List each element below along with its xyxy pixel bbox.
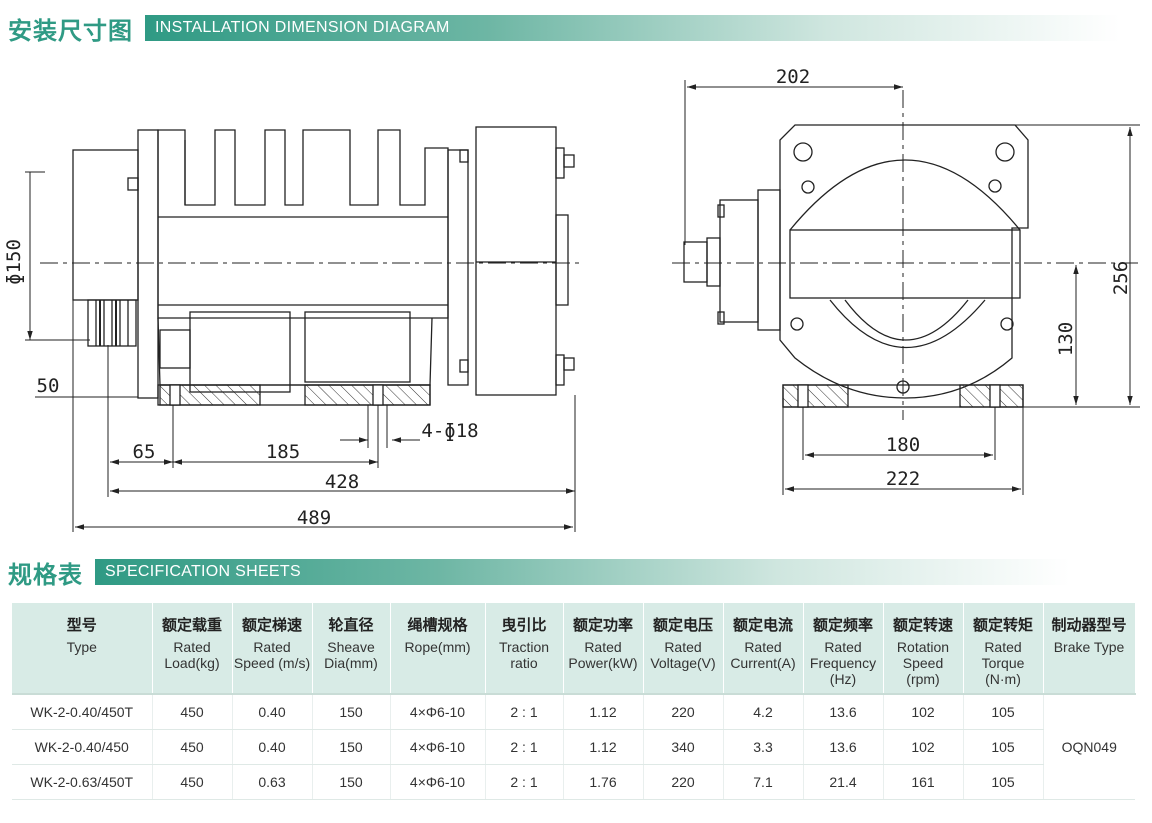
specification-title-bar: SPECIFICATION SHEETS — [95, 559, 1070, 585]
table-row: WK-2-0.40/450 450 0.40 150 4×Φ6-10 2 : 1… — [12, 729, 1135, 765]
front-view — [672, 90, 1140, 420]
cell-load: 450 — [152, 764, 233, 800]
dim-180-label: 180 — [886, 434, 920, 456]
cell-type: WK-2-0.40/450 — [12, 729, 153, 765]
cell-rope: 4×Φ6-10 — [390, 764, 486, 800]
cell-type: WK-2-0.40/450T — [12, 693, 153, 730]
table-row: WK-2-0.63/450T 450 0.63 150 4×Φ6-10 2 : … — [12, 764, 1135, 800]
dim-489-label: 489 — [297, 507, 331, 529]
cell-torque: 105 — [963, 693, 1044, 730]
cell-sheave: 150 — [312, 693, 391, 730]
cell-voltage: 340 — [643, 729, 724, 765]
cell-speed: 0.63 — [232, 764, 313, 800]
cell-torque: 105 — [963, 764, 1044, 800]
cell-sheave: 150 — [312, 729, 391, 765]
cell-ratio: 2 : 1 — [485, 729, 564, 765]
cell-speed: 0.40 — [232, 693, 313, 730]
dim-428-label: 428 — [325, 471, 359, 493]
installation-title-en: INSTALLATION DIMENSION DIAGRAM — [155, 19, 450, 36]
cell-type: WK-2-0.63/450T — [12, 764, 153, 800]
dim-65-label: 65 — [133, 441, 156, 463]
sheave — [87, 299, 137, 347]
cell-load: 450 — [152, 693, 233, 730]
dim-50-label: 50 — [37, 375, 60, 397]
cell-speed: 0.40 — [232, 729, 313, 765]
dim-202-label: 202 — [776, 66, 810, 88]
cell-load: 450 — [152, 729, 233, 765]
cell-rope: 4×Φ6-10 — [390, 729, 486, 765]
table-row: WK-2-0.40/450T 450 0.40 150 4×Φ6-10 2 : … — [12, 693, 1135, 800]
cell-voltage: 220 — [643, 693, 724, 730]
cell-brake-type: OQN049 — [1043, 693, 1135, 800]
specification-title-en: SPECIFICATION SHEETS — [105, 563, 301, 580]
specification-section-header: 规格表 SPECIFICATION SHEETS — [0, 556, 1070, 589]
dim-185-label: 185 — [266, 441, 300, 463]
cell-rotation: 102 — [883, 693, 964, 730]
cell-rotation: 102 — [883, 729, 964, 765]
cell-torque: 105 — [963, 729, 1044, 765]
cell-current: 4.2 — [723, 693, 804, 730]
installation-section-header: 安装尺寸图 INSTALLATION DIMENSION DIAGRAM — [0, 12, 1120, 45]
cell-current: 7.1 — [723, 764, 804, 800]
dim-holes-label: 4-ɸ18 — [421, 420, 478, 442]
dim-256-label: 256 — [1110, 261, 1132, 295]
installation-title-bar: INSTALLATION DIMENSION DIAGRAM — [145, 15, 1120, 41]
dim-222-label: 222 — [886, 468, 920, 490]
dimension-lines — [25, 80, 1140, 532]
dim-diameter-label: ɸ150 — [3, 239, 25, 285]
cell-voltage: 220 — [643, 764, 724, 800]
cell-frequency: 13.6 — [803, 729, 884, 765]
cell-current: 3.3 — [723, 729, 804, 765]
cell-ratio: 2 : 1 — [485, 764, 564, 800]
cell-sheave: 150 — [312, 764, 391, 800]
cell-frequency: 13.6 — [803, 693, 884, 730]
cell-rope: 4×Φ6-10 — [390, 693, 486, 730]
installation-dimension-diagram: ɸ150 50 65 185 4-ɸ18 428 489 202 256 130… — [3, 66, 1140, 532]
installation-title-cn: 安装尺寸图 — [8, 16, 133, 45]
cell-power: 1.76 — [563, 764, 644, 800]
cell-frequency: 21.4 — [803, 764, 884, 800]
cell-ratio: 2 : 1 — [485, 693, 564, 730]
cell-power: 1.12 — [563, 693, 644, 730]
cell-rotation: 161 — [883, 764, 964, 800]
specification-title-cn: 规格表 — [8, 560, 83, 589]
side-view — [40, 126, 580, 406]
cell-power: 1.12 — [563, 729, 644, 765]
dim-130-label: 130 — [1055, 322, 1077, 356]
